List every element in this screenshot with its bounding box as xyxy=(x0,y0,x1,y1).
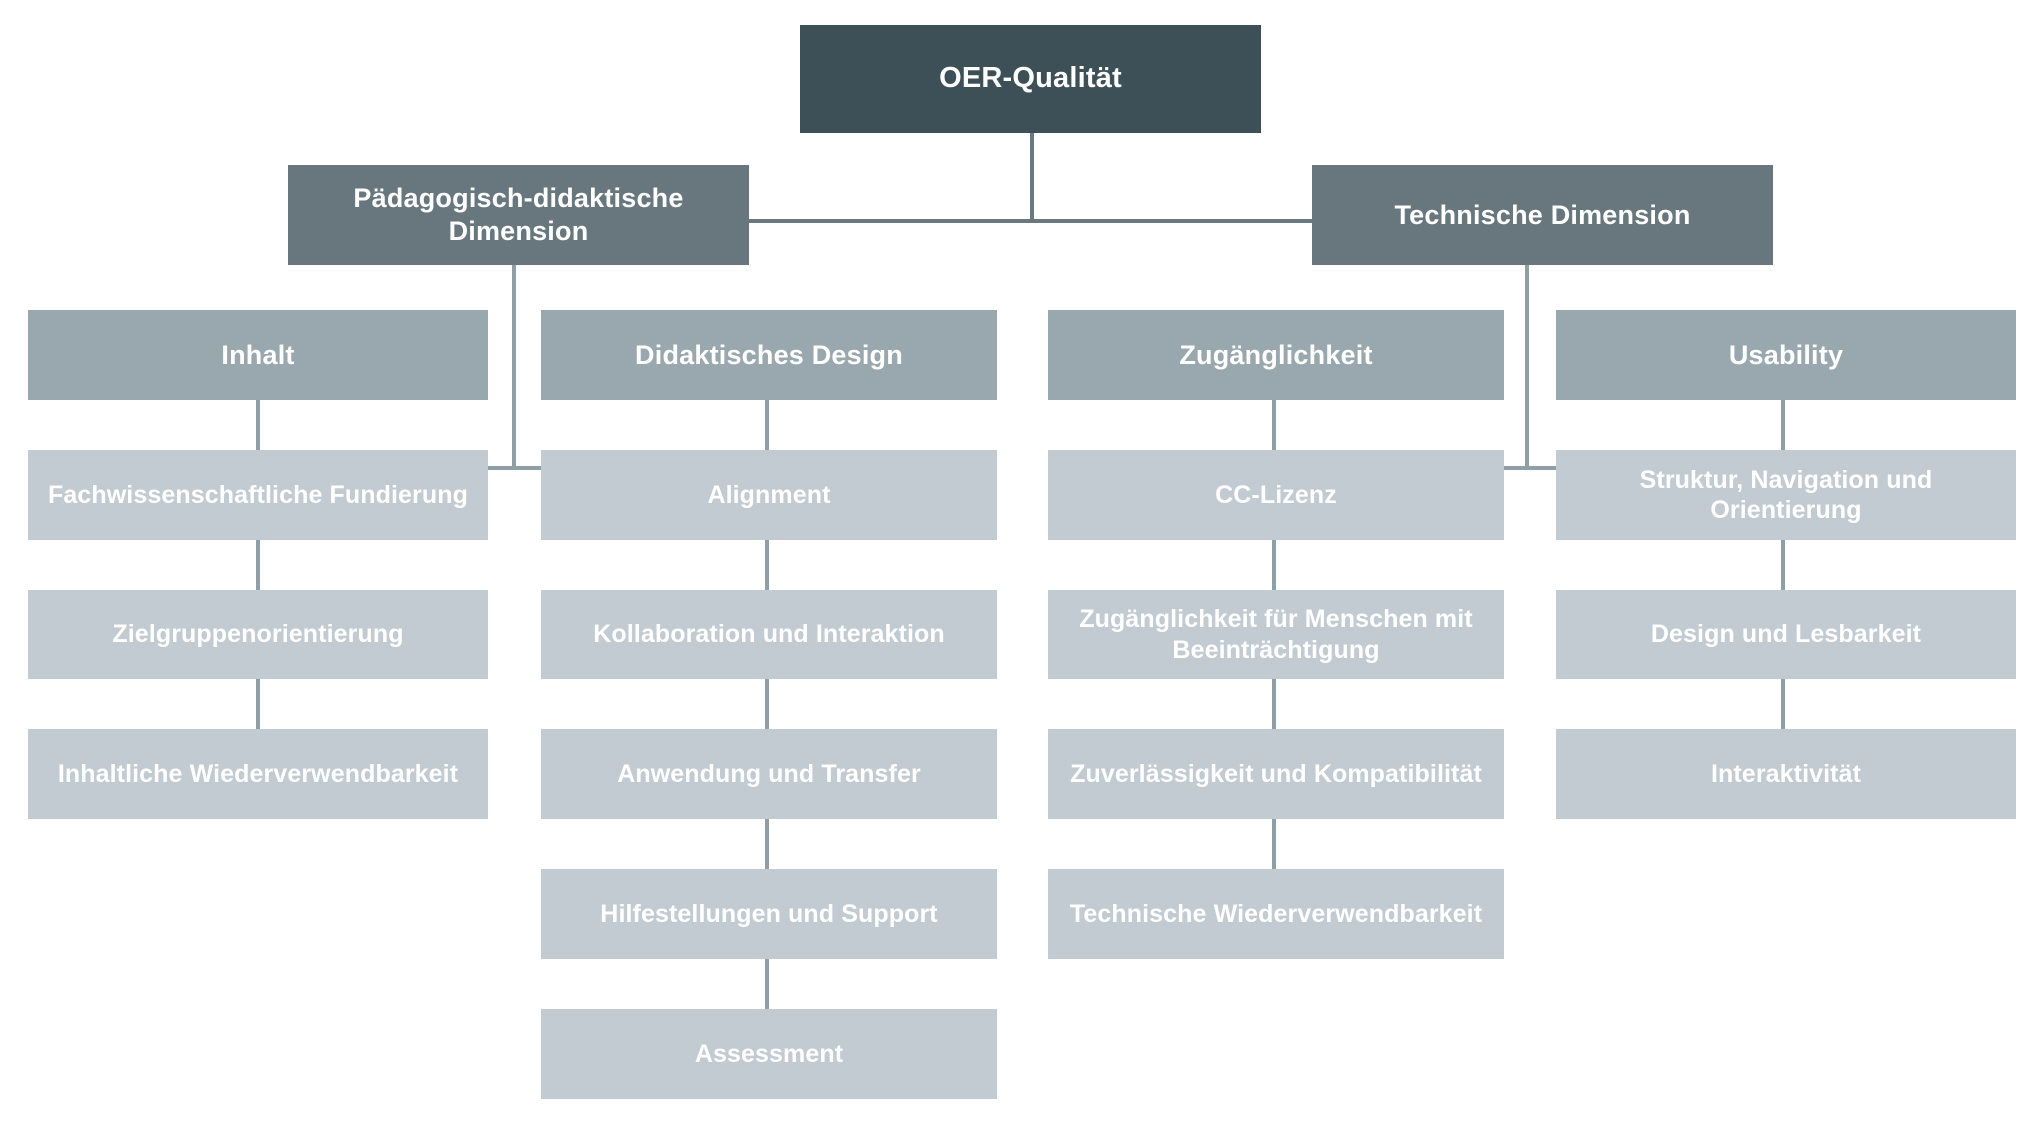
connector-usability-3 xyxy=(1781,679,1785,729)
node-dimension-paedagogisch-didaktisch[interactable]: Pädagogisch-didaktische Dimension xyxy=(288,165,749,265)
node-criterion-struktur-navigation-orientierung[interactable]: Struktur, Navigation und Orientierung xyxy=(1556,450,2016,540)
connector-zugaenglichkeit-1 xyxy=(1272,400,1276,450)
node-criterion-zuverlaessigkeit-und-kompatibilitaet[interactable]: Zuverlässigkeit und Kompatibilität xyxy=(1048,729,1504,819)
node-root-oer-qualitaet[interactable]: OER-Qualität xyxy=(800,25,1261,133)
connector-usability-2 xyxy=(1781,540,1785,590)
connector-zugaenglichkeit-3 xyxy=(1272,679,1276,729)
connector-root-stem xyxy=(1030,133,1034,221)
connector-didaktik-4 xyxy=(765,819,769,869)
connector-zugaenglichkeit-2 xyxy=(1272,540,1276,590)
connector-inhalt-2 xyxy=(256,540,260,590)
connector-zugaenglichkeit-4 xyxy=(1272,819,1276,869)
node-criterion-zugaenglichkeit-beeintraechtigung[interactable]: Zugänglichkeit für Menschen mit Beeinträ… xyxy=(1048,590,1504,679)
node-criterion-hilfestellungen-und-support[interactable]: Hilfestellungen und Support xyxy=(541,869,997,959)
node-criterion-zielgruppenorientierung[interactable]: Zielgruppenorientierung xyxy=(28,590,488,679)
connector-didaktik-3 xyxy=(765,679,769,729)
node-criterion-fachwissenschaftliche-fundierung[interactable]: Fachwissenschaftliche Fundierung xyxy=(28,450,488,540)
node-criterion-alignment[interactable]: Alignment xyxy=(541,450,997,540)
node-dimension-technisch[interactable]: Technische Dimension xyxy=(1312,165,1773,265)
node-category-usability[interactable]: Usability xyxy=(1556,310,2016,400)
connector-didaktik-1 xyxy=(765,400,769,450)
connector-technical-spine xyxy=(1500,466,1556,470)
connector-technical-stem xyxy=(1525,265,1529,470)
connector-inhalt-1 xyxy=(256,400,260,450)
connector-root-spine xyxy=(740,219,1315,223)
node-category-zugaenglichkeit[interactable]: Zugänglichkeit xyxy=(1048,310,1504,400)
node-criterion-technische-wiederverwendbarkeit[interactable]: Technische Wiederverwendbarkeit xyxy=(1048,869,1504,959)
node-criterion-interaktivitaet[interactable]: Interaktivität xyxy=(1556,729,2016,819)
connector-inhalt-3 xyxy=(256,679,260,729)
connector-usability-1 xyxy=(1781,400,1785,450)
node-category-didaktisches-design[interactable]: Didaktisches Design xyxy=(541,310,997,400)
node-criterion-kollaboration-und-interaktion[interactable]: Kollaboration und Interaktion xyxy=(541,590,997,679)
node-criterion-anwendung-und-transfer[interactable]: Anwendung und Transfer xyxy=(541,729,997,819)
connector-didaktik-2 xyxy=(765,540,769,590)
connector-pedagogic-spine xyxy=(488,466,544,470)
node-category-inhalt[interactable]: Inhalt xyxy=(28,310,488,400)
node-criterion-inhaltliche-wiederverwendbarkeit[interactable]: Inhaltliche Wiederverwendbarkeit xyxy=(28,729,488,819)
node-criterion-assessment[interactable]: Assessment xyxy=(541,1009,997,1099)
node-criterion-design-und-lesbarkeit[interactable]: Design und Lesbarkeit xyxy=(1556,590,2016,679)
connector-pedagogic-stem xyxy=(512,265,516,470)
node-criterion-cc-lizenz[interactable]: CC-Lizenz xyxy=(1048,450,1504,540)
connector-didaktik-5 xyxy=(765,959,769,1009)
